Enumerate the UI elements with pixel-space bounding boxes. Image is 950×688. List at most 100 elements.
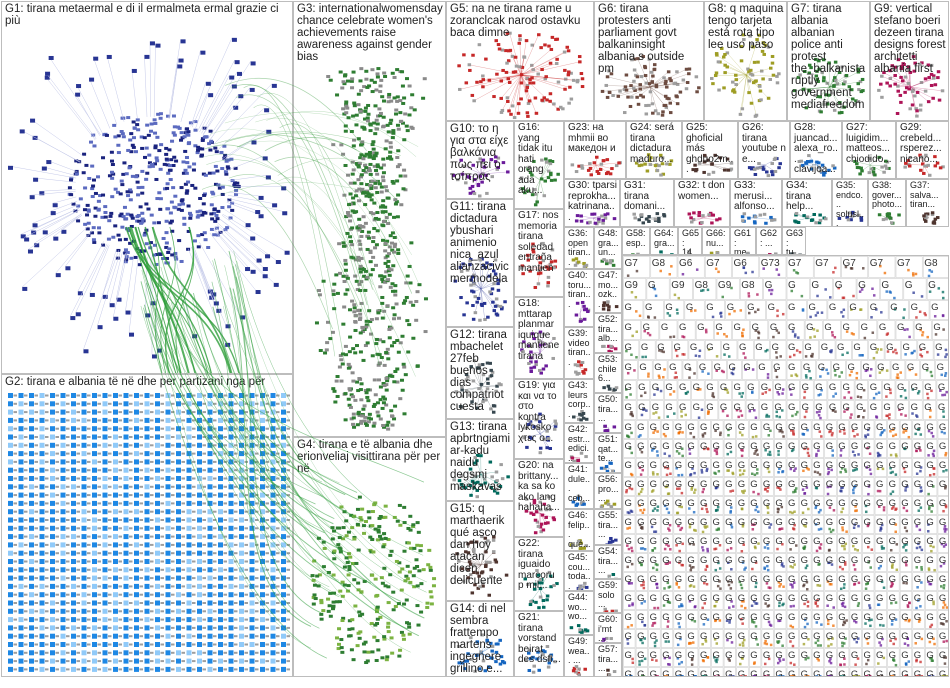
node [60, 567, 66, 573]
node [81, 650, 87, 656]
node [555, 582, 559, 586]
node [365, 116, 370, 120]
node [249, 583, 255, 589]
edge [191, 247, 210, 296]
node [129, 132, 134, 136]
node [92, 393, 97, 398]
node-label [24, 568, 28, 571]
node-label [286, 618, 290, 621]
node-label [286, 602, 290, 604]
edge [197, 60, 235, 131]
node [165, 484, 171, 490]
node [197, 517, 202, 523]
node [731, 80, 735, 84]
node [18, 409, 24, 415]
node-label [87, 494, 91, 497]
node [343, 164, 348, 168]
node-label [171, 602, 175, 604]
node [488, 560, 492, 564]
node [651, 74, 655, 78]
node [355, 522, 360, 526]
node [400, 334, 405, 338]
node [233, 181, 238, 185]
node [740, 107, 745, 111]
node [357, 610, 362, 614]
node [50, 525, 55, 531]
node [533, 188, 537, 192]
node [29, 492, 34, 498]
node [200, 138, 205, 142]
node [398, 341, 403, 345]
node-label [255, 527, 259, 530]
node-label [213, 419, 217, 422]
node [474, 654, 479, 658]
node [152, 221, 157, 225]
node [880, 95, 884, 99]
node [92, 650, 97, 656]
node [506, 99, 510, 103]
node [207, 142, 212, 146]
node-label [255, 543, 259, 546]
node [321, 540, 326, 544]
node [520, 266, 524, 270]
node [374, 317, 379, 321]
node [134, 525, 139, 531]
node [614, 164, 619, 168]
node [176, 500, 181, 506]
node [218, 642, 223, 647]
node [379, 537, 384, 541]
node [363, 288, 368, 292]
node [228, 567, 234, 573]
node [604, 172, 609, 176]
node [332, 307, 337, 311]
node [29, 633, 34, 639]
node-label [244, 510, 248, 513]
node [165, 650, 171, 656]
node [357, 377, 362, 381]
node [134, 451, 139, 457]
node [71, 434, 76, 440]
node [714, 52, 719, 56]
node-label [276, 411, 280, 414]
node [395, 123, 400, 127]
node [668, 77, 672, 81]
group-g18-cluster [520, 330, 556, 375]
node [113, 642, 118, 647]
node [721, 55, 726, 59]
node [376, 311, 381, 315]
node [260, 393, 265, 398]
node [186, 142, 191, 146]
node [360, 187, 365, 191]
node [546, 521, 550, 525]
node [476, 586, 481, 590]
node-label [87, 419, 91, 422]
node [102, 633, 108, 639]
node [391, 129, 396, 133]
node [662, 104, 667, 108]
node-label [45, 593, 49, 596]
node-label [202, 436, 206, 438]
node [121, 135, 126, 139]
node [766, 96, 771, 100]
node [392, 235, 397, 239]
node [360, 140, 365, 144]
node [380, 301, 385, 305]
node-label [160, 502, 164, 505]
node [529, 436, 534, 440]
node [18, 625, 24, 631]
node [370, 354, 375, 358]
node [460, 172, 465, 176]
node [392, 313, 397, 317]
node [373, 263, 378, 267]
node [888, 76, 893, 80]
node [899, 75, 903, 79]
node [394, 302, 399, 306]
node [600, 89, 605, 93]
node [480, 180, 484, 184]
node-label [97, 452, 101, 455]
node [352, 425, 357, 429]
node [380, 316, 385, 320]
node [491, 410, 496, 414]
edge [207, 94, 239, 140]
node [933, 164, 938, 168]
